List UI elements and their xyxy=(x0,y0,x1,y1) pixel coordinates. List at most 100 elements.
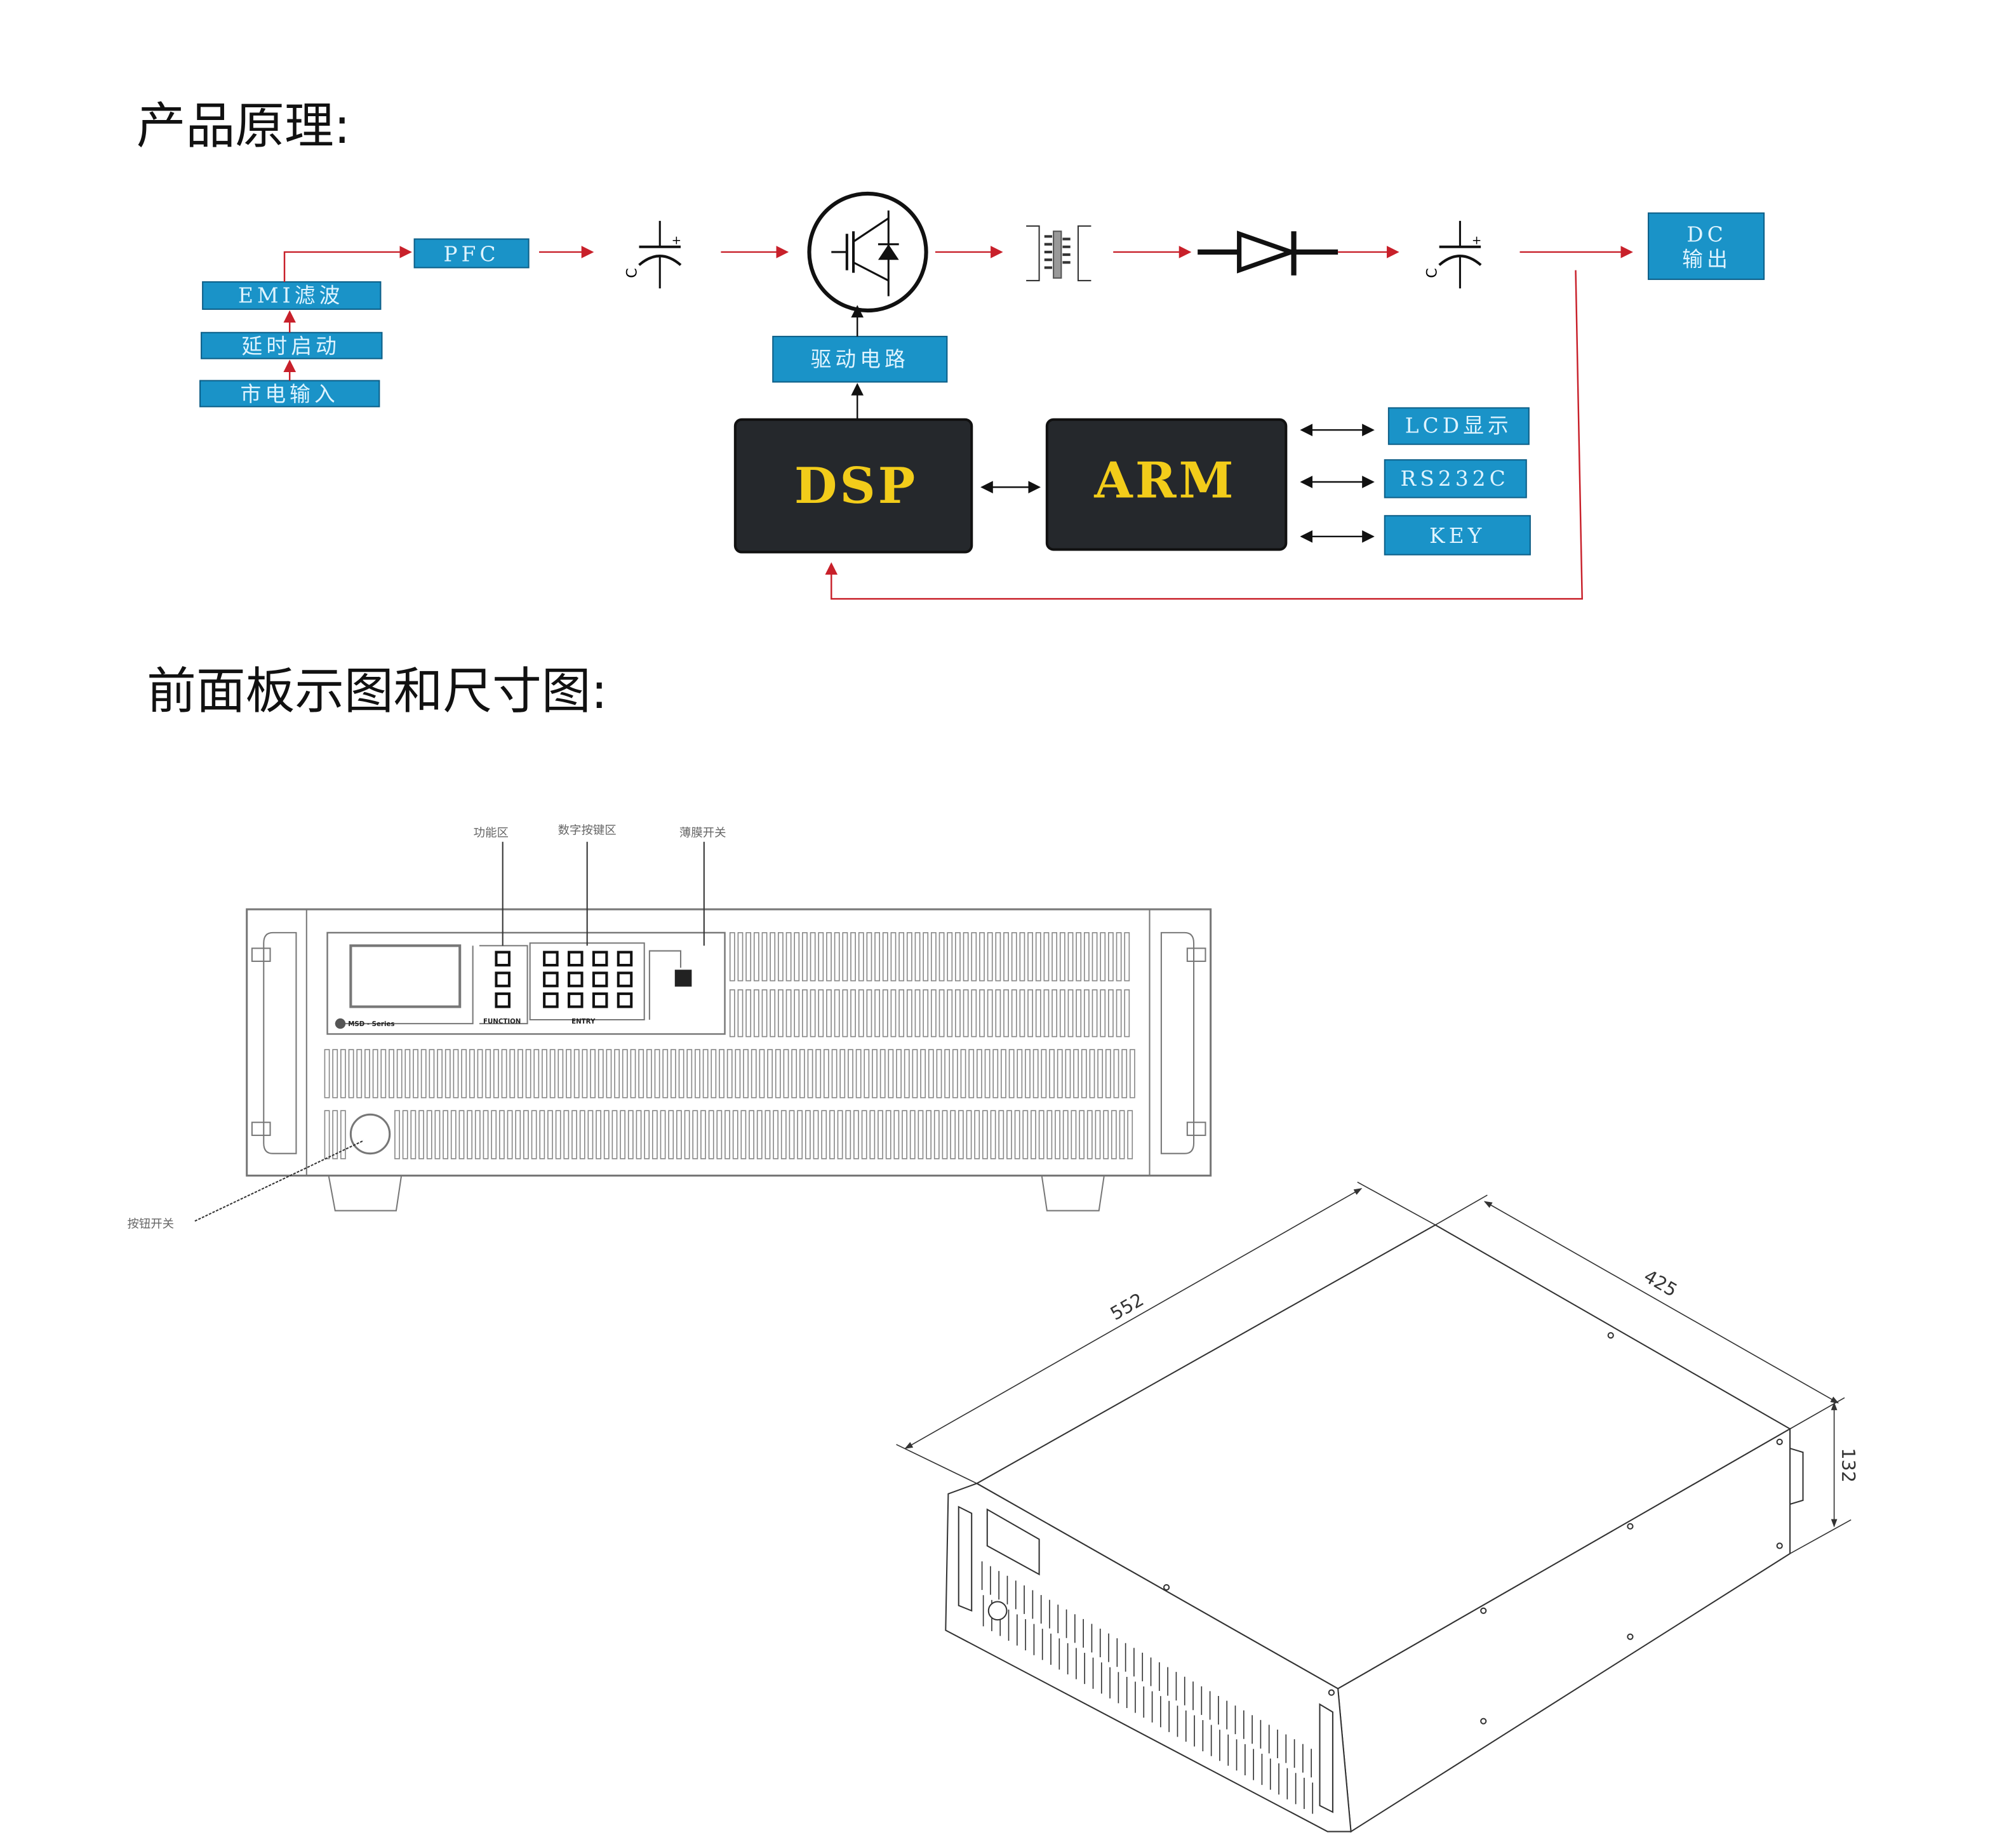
vent-slot xyxy=(444,1049,451,1098)
vent-slot xyxy=(638,1049,644,1098)
vent-slot xyxy=(1011,932,1017,982)
block-diagram: EMI滤波 延时启动 市电输入 PFC + C xyxy=(199,191,1765,600)
vent-slot xyxy=(662,1049,669,1098)
vent-slot xyxy=(498,1110,505,1159)
dimension-height: 132 xyxy=(1838,1448,1859,1483)
vent-slot xyxy=(1017,1049,1023,1098)
vent-slot xyxy=(732,1110,738,1159)
vent-slot xyxy=(789,1110,795,1159)
logo-icon xyxy=(335,1018,346,1029)
vent-slot xyxy=(979,989,985,1038)
numeric-key xyxy=(543,951,559,967)
vent-slot xyxy=(1057,1049,1063,1098)
vent-slot xyxy=(914,932,921,982)
vent-slot xyxy=(743,1049,749,1098)
vent-slot xyxy=(958,1110,964,1159)
left-foot xyxy=(328,1175,403,1211)
vent-slot xyxy=(938,932,945,982)
vent-slot xyxy=(804,1110,811,1159)
vent-slot xyxy=(437,1049,443,1098)
svg-text:PFC: PFC xyxy=(444,242,500,266)
vent-slot xyxy=(944,1049,951,1098)
svg-text:RS232C: RS232C xyxy=(1401,467,1509,491)
vent-slot xyxy=(542,1049,547,1098)
vent-slot xyxy=(1071,1110,1077,1159)
vent-slot xyxy=(620,1110,626,1159)
vent-slot xyxy=(1065,1049,1071,1098)
vent-slot xyxy=(829,1110,835,1159)
vent-slot xyxy=(622,1049,628,1098)
vent-slot xyxy=(630,1049,636,1098)
block-emi-filter: EMI滤波 xyxy=(202,281,382,310)
vent-slot xyxy=(686,1049,693,1098)
vent-slot xyxy=(737,932,744,982)
vent-slot xyxy=(340,1049,346,1098)
vent-slot xyxy=(1124,989,1130,1038)
vent-slot xyxy=(1083,932,1090,982)
vent-slot xyxy=(1119,1110,1125,1159)
numeric-keys xyxy=(543,951,633,1008)
vent-slot xyxy=(606,1049,612,1098)
vent-slot xyxy=(726,1049,733,1098)
vent-slot xyxy=(837,1110,843,1159)
vent-slot xyxy=(1049,1049,1055,1098)
numeric-key xyxy=(592,992,608,1008)
membrane-switch xyxy=(674,970,692,987)
vent-slot xyxy=(751,1049,757,1098)
vent-slot xyxy=(869,1110,876,1159)
transformer-icon xyxy=(1026,225,1091,281)
vent-slot xyxy=(966,1110,972,1159)
vent-slot xyxy=(773,1110,779,1159)
vent-slot xyxy=(930,989,937,1038)
vent-slot xyxy=(332,1110,338,1159)
output-capacitor-icon: + C xyxy=(1424,220,1482,289)
vent-slot xyxy=(695,1049,700,1098)
vent-slot xyxy=(785,932,792,982)
vent-slot xyxy=(549,1049,556,1098)
vent-slot xyxy=(767,1049,773,1098)
vent-slot xyxy=(573,1049,580,1098)
vent-slot xyxy=(923,989,929,1038)
vent-slot xyxy=(874,932,880,982)
vent-slot xyxy=(1079,1110,1085,1159)
vent-slot xyxy=(1043,932,1050,982)
vent-slot xyxy=(737,989,744,1038)
svg-text:DC: DC xyxy=(1686,223,1727,247)
vent-slot xyxy=(700,1110,706,1159)
vent-slot xyxy=(810,932,816,982)
vent-slot xyxy=(614,1049,620,1098)
vent-slot xyxy=(467,1110,473,1159)
vent-slot xyxy=(1073,1049,1079,1098)
vent-slot xyxy=(834,932,840,982)
vent-slot xyxy=(974,1110,980,1159)
vent-slot xyxy=(579,1110,585,1159)
vent-slot xyxy=(402,1110,408,1159)
vent-slot xyxy=(582,1049,588,1098)
vent-slot xyxy=(729,932,735,982)
chip-arm: ARM xyxy=(1045,418,1288,551)
vent-slot xyxy=(1035,989,1041,1038)
vent-slot xyxy=(842,932,848,982)
right-foot xyxy=(1041,1175,1105,1211)
vent-slot xyxy=(928,1049,934,1098)
vent-slot xyxy=(1095,1110,1101,1159)
vent-slot xyxy=(952,1049,958,1098)
vent-slot xyxy=(785,989,792,1038)
vent-slot xyxy=(413,1049,418,1098)
vent-slot xyxy=(611,1110,618,1159)
vent-slot xyxy=(735,1049,741,1098)
power-button xyxy=(349,1113,391,1155)
vent-slot xyxy=(777,989,784,1038)
vent-slot xyxy=(348,1049,354,1098)
vent-slot xyxy=(783,1049,789,1098)
numeric-key xyxy=(617,992,633,1008)
vent-slot xyxy=(458,1110,465,1159)
vent-slot xyxy=(587,1110,594,1159)
vent-slot xyxy=(920,1049,926,1098)
dimension-lines xyxy=(896,1181,1852,1554)
vent-slot xyxy=(955,932,961,982)
vent-slot xyxy=(797,1110,803,1159)
vent-slot xyxy=(813,1110,819,1159)
vent-slot xyxy=(644,1110,650,1159)
numeric-key xyxy=(617,951,633,967)
